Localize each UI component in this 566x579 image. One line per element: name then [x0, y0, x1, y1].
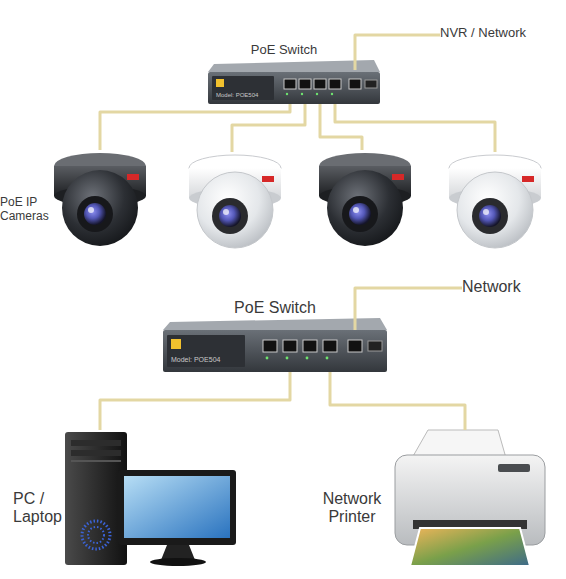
pc-computer: [88, 527, 104, 543]
dome-camera: [319, 153, 411, 246]
pc-computer: [71, 440, 121, 446]
device-label: PoE IP Cameras: [0, 196, 50, 224]
network-printer: [498, 464, 530, 472]
poe-switch-top: [216, 79, 224, 87]
network-cable: [100, 104, 290, 150]
device-node: PoE Switch: [208, 70, 380, 104]
dome-camera: [449, 155, 541, 248]
network-printer: [410, 528, 530, 566]
poe-switch-bottom: [163, 318, 387, 330]
poe-switch-top: [301, 93, 303, 95]
poe-switch-top: [316, 93, 318, 95]
network-cable: [355, 35, 440, 70]
poe-switch-bottom: [266, 357, 269, 360]
pc-computer: [82, 521, 110, 549]
device-node: [310, 150, 420, 250]
device-label: NVR / Network: [440, 26, 560, 41]
network-printer: [395, 430, 545, 566]
poe-switch-bottom: [368, 341, 382, 351]
device-node: PC / Laptop: [65, 430, 237, 565]
pc-computer: [71, 450, 121, 456]
pc-computer: [150, 558, 206, 566]
device-node: Network: [462, 278, 552, 298]
dome-camera: [54, 153, 146, 246]
device-node: PoE IP Cameras: [47, 150, 157, 250]
network-cable: [335, 104, 495, 152]
network-printer: [412, 430, 506, 458]
device-node: [180, 152, 290, 252]
poe-switch-bottom: [348, 340, 362, 352]
poe-switch-top: [314, 79, 326, 89]
device-label: PoE Switch: [188, 43, 380, 58]
poe-switch-bottom: [263, 340, 277, 352]
device-node: NVR / Network: [440, 26, 560, 44]
poe-switch-bottom: [326, 357, 329, 360]
poe-switch-top: [284, 79, 296, 89]
dome-camera: [54, 153, 541, 248]
network-cable: [330, 372, 465, 430]
pc-computer: [124, 476, 230, 538]
model-text: Model: POE504: [171, 356, 220, 363]
device-label: PoE Switch: [163, 299, 387, 317]
poe-switch-top: [329, 79, 341, 89]
network-cable: [100, 372, 290, 430]
pc-computer: [65, 432, 236, 566]
device-node: [440, 152, 550, 252]
poe-switch-bottom: [163, 318, 387, 372]
device-label: PC / Laptop: [13, 490, 63, 527]
poe-switch-top: [349, 79, 361, 89]
network-cable: [232, 104, 305, 152]
poe-switch-top: [331, 93, 333, 95]
device-label: Network: [462, 278, 552, 296]
poe-switch-bottom: [323, 340, 337, 352]
pc-computer: [65, 432, 127, 565]
device-label: Network Printer: [313, 490, 391, 527]
device-node: Network Printer: [395, 430, 545, 570]
model-text: Model: POE504: [216, 92, 258, 98]
dome-camera: [189, 155, 281, 248]
poe-switch-bottom: [303, 340, 317, 352]
poe-switch-top: [299, 79, 311, 89]
network-cable: [320, 104, 362, 150]
pc-computer: [161, 545, 195, 560]
poe-switch-top: [365, 80, 377, 88]
poe-switch-bottom: [167, 335, 245, 367]
device-node: PoE Switch: [163, 330, 387, 372]
poe-switch-top: [208, 72, 380, 104]
pc-computer: [71, 460, 121, 462]
poe-switch-top: [212, 76, 274, 100]
pc-computer: [118, 470, 236, 545]
poe-switch-bottom: [163, 330, 387, 372]
poe-switch-top: [286, 93, 288, 95]
network-cable: [355, 288, 462, 330]
poe-switch-bottom: [283, 340, 297, 352]
poe-switch-bottom: [171, 339, 181, 349]
poe-switch-bottom: [306, 357, 309, 360]
poe-switch-bottom: [286, 357, 289, 360]
